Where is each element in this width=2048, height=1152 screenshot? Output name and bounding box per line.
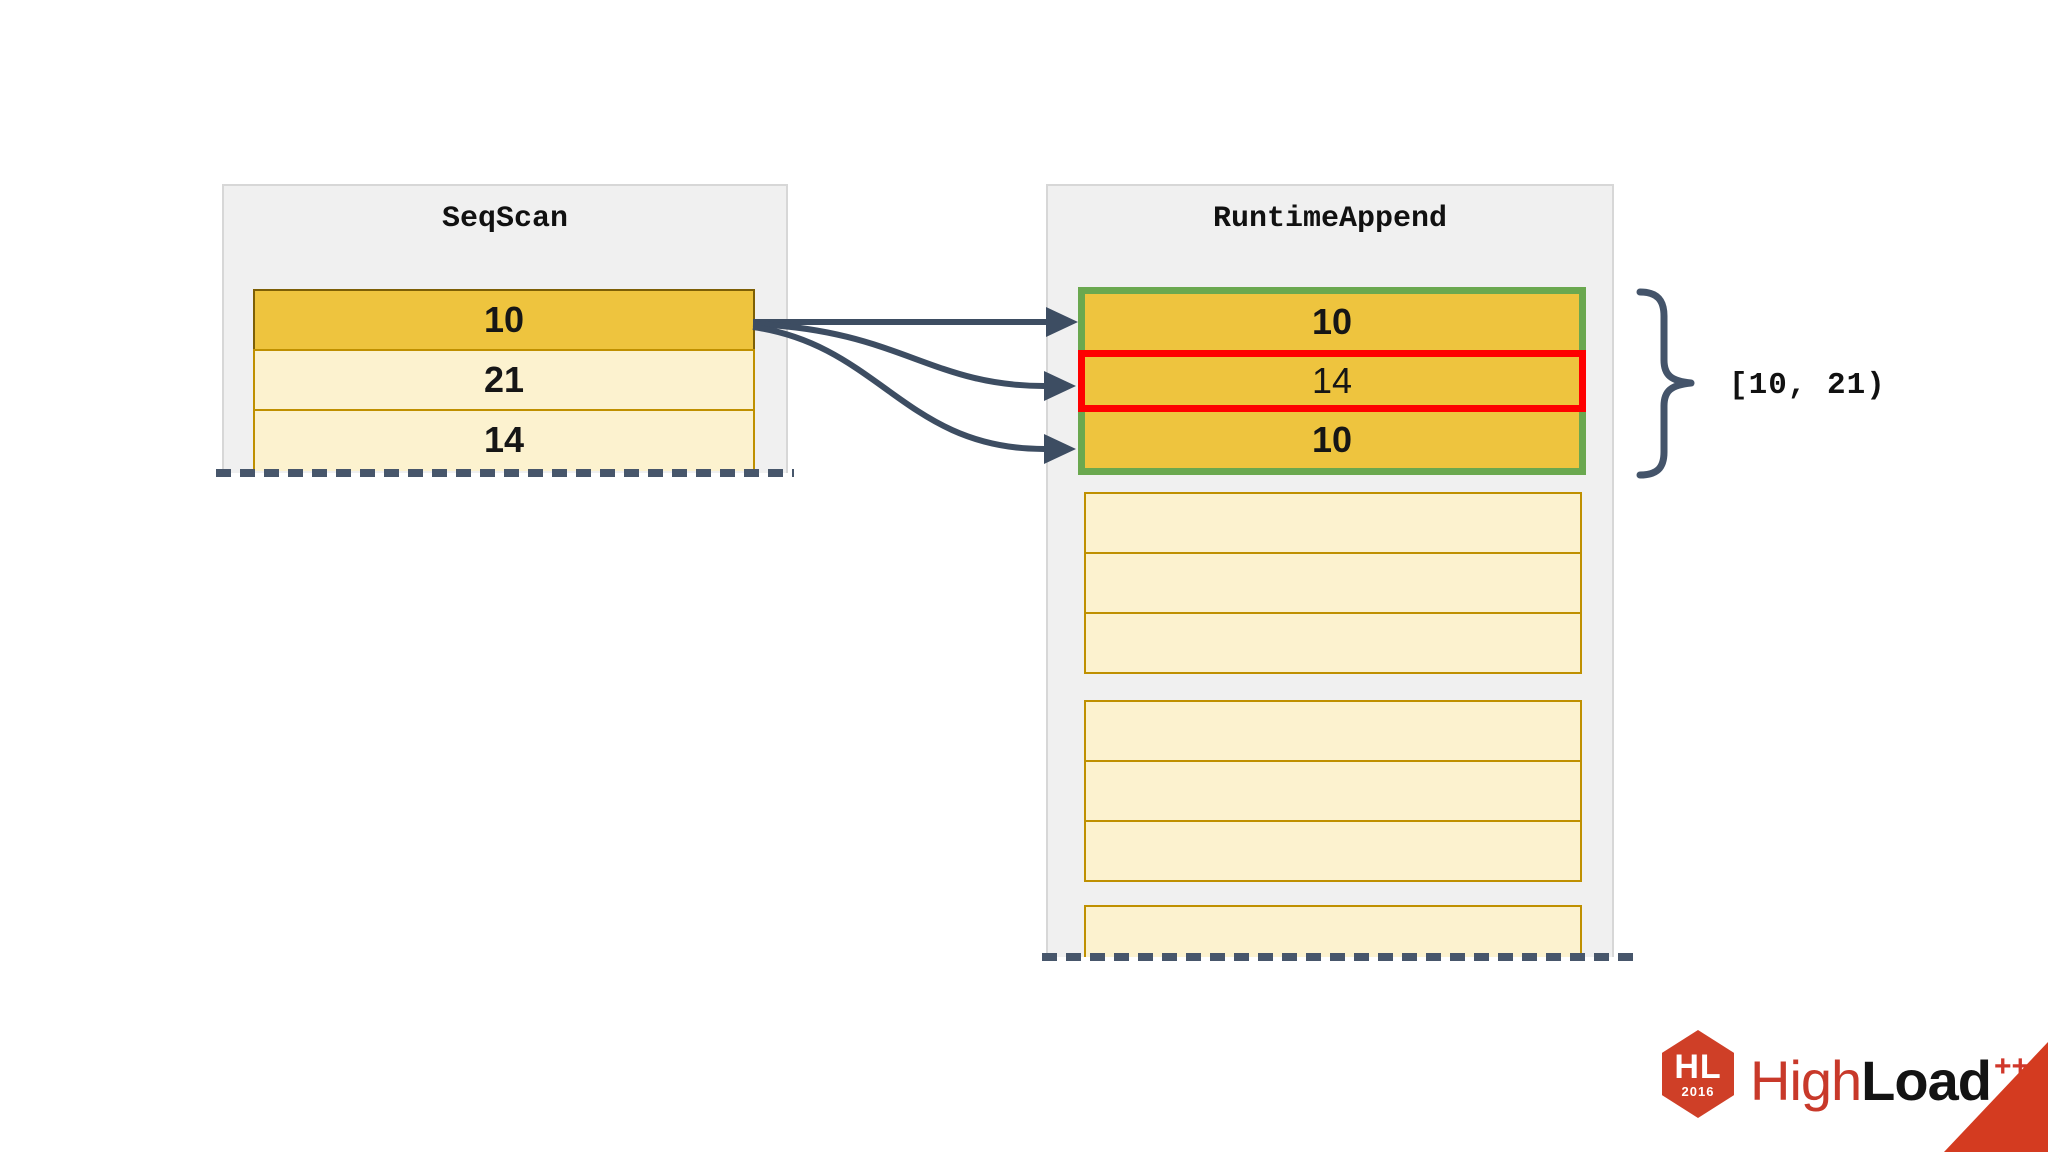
runtime-row-highlighted: 14	[1078, 350, 1586, 412]
flow-arrow	[752, 324, 1045, 452]
empty-row	[1084, 700, 1582, 762]
empty-row	[1084, 820, 1582, 882]
empty-partition-group	[1084, 700, 1582, 882]
wordmark-high: High	[1750, 1049, 1862, 1112]
runtime-row: 10	[1311, 419, 1353, 460]
seqscan-title: SeqScan	[441, 202, 569, 236]
highload-hexagon-logo-icon: HL 2016	[1662, 1030, 1734, 1118]
range-brace-icon	[1636, 288, 1695, 479]
seqscan-rows: 10 21 14	[253, 289, 755, 471]
logo-monogram: HL	[1674, 1047, 1722, 1086]
empty-row	[1084, 552, 1582, 614]
seqscan-row: 14	[253, 409, 755, 471]
empty-row	[1084, 492, 1582, 554]
runtime-append-title: RuntimeAppend	[1212, 202, 1448, 236]
empty-partition-group	[1084, 492, 1582, 674]
empty-row	[1084, 612, 1582, 674]
seqscan-row-current: 10	[253, 289, 755, 351]
range-label: [10, 21)	[1729, 368, 1886, 403]
matched-partition-group: 10 14 10	[1078, 287, 1586, 475]
wordmark-load: Load	[1861, 1049, 1992, 1112]
empty-row-truncated	[1084, 905, 1582, 957]
flow-arrow	[752, 321, 1045, 389]
logo-year: 2016	[1681, 1083, 1715, 1099]
empty-row	[1084, 760, 1582, 822]
runtime-row: 10	[1311, 301, 1353, 342]
seqscan-row: 21	[253, 349, 755, 411]
